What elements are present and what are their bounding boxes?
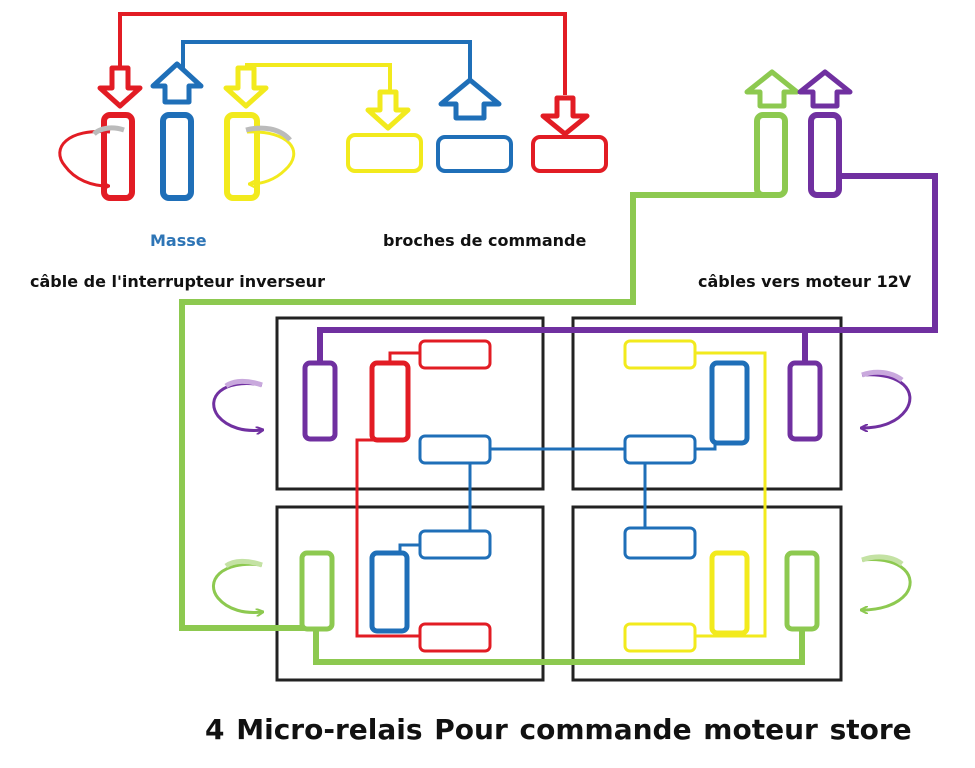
relay-contact-blue — [418, 529, 492, 560]
arrow-up-blue-icon — [150, 61, 204, 105]
relay-contact-yellow — [623, 622, 697, 653]
rotate-arrow-purple-icon — [212, 378, 262, 430]
rotate-arrow-green-icon — [862, 554, 912, 610]
relay-pin-green — [299, 550, 335, 632]
wire-red-top — [118, 12, 567, 95]
relay-pin-green — [784, 550, 820, 632]
pin-purple-moteur — [808, 112, 842, 198]
relay-contact-blue — [623, 434, 697, 465]
relay-bottom-right — [571, 505, 843, 682]
pin-red-inverseur — [101, 112, 135, 201]
pin-yellow-inverseur — [224, 112, 260, 201]
relay-top-right — [571, 316, 843, 491]
arrow-up-green-icon — [744, 69, 800, 109]
wire-yellow-top — [245, 63, 392, 90]
relay-coil-yellow — [709, 550, 750, 636]
relay-contact-yellow — [623, 339, 697, 370]
rotate-arrow-purple-icon — [862, 369, 912, 428]
wire-blue-top — [181, 40, 472, 80]
arrow-up-purple-icon — [797, 69, 853, 109]
relay-pin-purple — [787, 360, 823, 442]
arrow-down-red-icon — [540, 95, 590, 137]
label-cable-interrupteur: câble de l'interrupteur inverseur — [30, 272, 325, 291]
pin-blue-masse — [160, 112, 194, 201]
wire-green-bottom — [313, 612, 805, 665]
relay-top-left — [275, 316, 545, 491]
rotate-arrow-green-icon — [212, 558, 262, 612]
diagram-title: 4 Micro-relais Pour commande moteur stor… — [205, 713, 912, 746]
label-cables-moteur: câbles vers moteur 12V — [698, 272, 912, 291]
arrow-down-yellow-icon — [365, 89, 411, 131]
pin-red-commande — [531, 135, 608, 173]
wire-purple-moteur — [802, 173, 938, 362]
rotate-arrow-yellow-icon — [245, 125, 296, 184]
wire-red-relay — [388, 351, 420, 362]
relay-contact-blue — [418, 434, 492, 465]
pin-green-moteur — [754, 112, 788, 198]
pin-yellow-commande — [346, 133, 423, 173]
wire-purple-left — [317, 327, 805, 362]
relay-contact-red — [418, 622, 492, 653]
relay-contact-red — [418, 339, 492, 370]
relay-bottom-left — [275, 505, 545, 682]
rotate-arrow-red-icon — [58, 125, 125, 186]
relay-coil-blue — [369, 550, 410, 634]
relay-pin-purple — [302, 360, 338, 442]
arrow-up-blue-icon — [438, 77, 502, 121]
relay-coil-red — [369, 360, 411, 443]
label-broches-commande: broches de commande — [383, 231, 587, 250]
relay-contact-blue — [623, 526, 697, 560]
arrow-down-yellow-icon — [223, 65, 269, 109]
arrow-down-red-icon — [97, 65, 143, 109]
label-masse: Masse — [150, 231, 207, 250]
relay-coil-blue — [709, 360, 750, 446]
wire-yellow-relay — [695, 351, 767, 638]
wire-green-moteur — [179, 192, 773, 631]
pin-blue-commande — [436, 135, 513, 173]
